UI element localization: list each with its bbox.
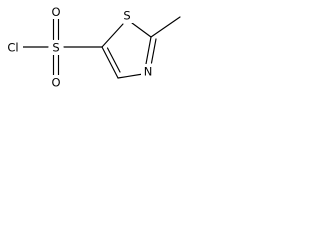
atom-o-bottom: O — [51, 76, 60, 90]
atom-s-sulfonyl: S — [52, 41, 59, 55]
atom-cl: Cl — [7, 41, 18, 55]
bond-n-c4 — [117, 73, 144, 79]
bond-c4-c5-b — [106, 47, 121, 73]
bond-c2-methyl — [150, 16, 181, 38]
bond-c5-s-ring — [101, 23, 124, 48]
atom-n-ring: N — [144, 65, 153, 79]
atom-labels: Cl S O O S N — [3, 5, 155, 90]
bond-c4-c5-a — [101, 46, 119, 79]
atom-s-ring: S — [123, 9, 130, 23]
bond-c2-n-a — [145, 36, 152, 65]
bond-c2-n-b — [150, 38, 157, 64]
atom-o-top: O — [51, 5, 60, 19]
bonds — [21, 16, 181, 79]
molecule-structure: Cl S O O S N — [3, 5, 181, 90]
bond-s-ring-c2 — [131, 22, 152, 38]
